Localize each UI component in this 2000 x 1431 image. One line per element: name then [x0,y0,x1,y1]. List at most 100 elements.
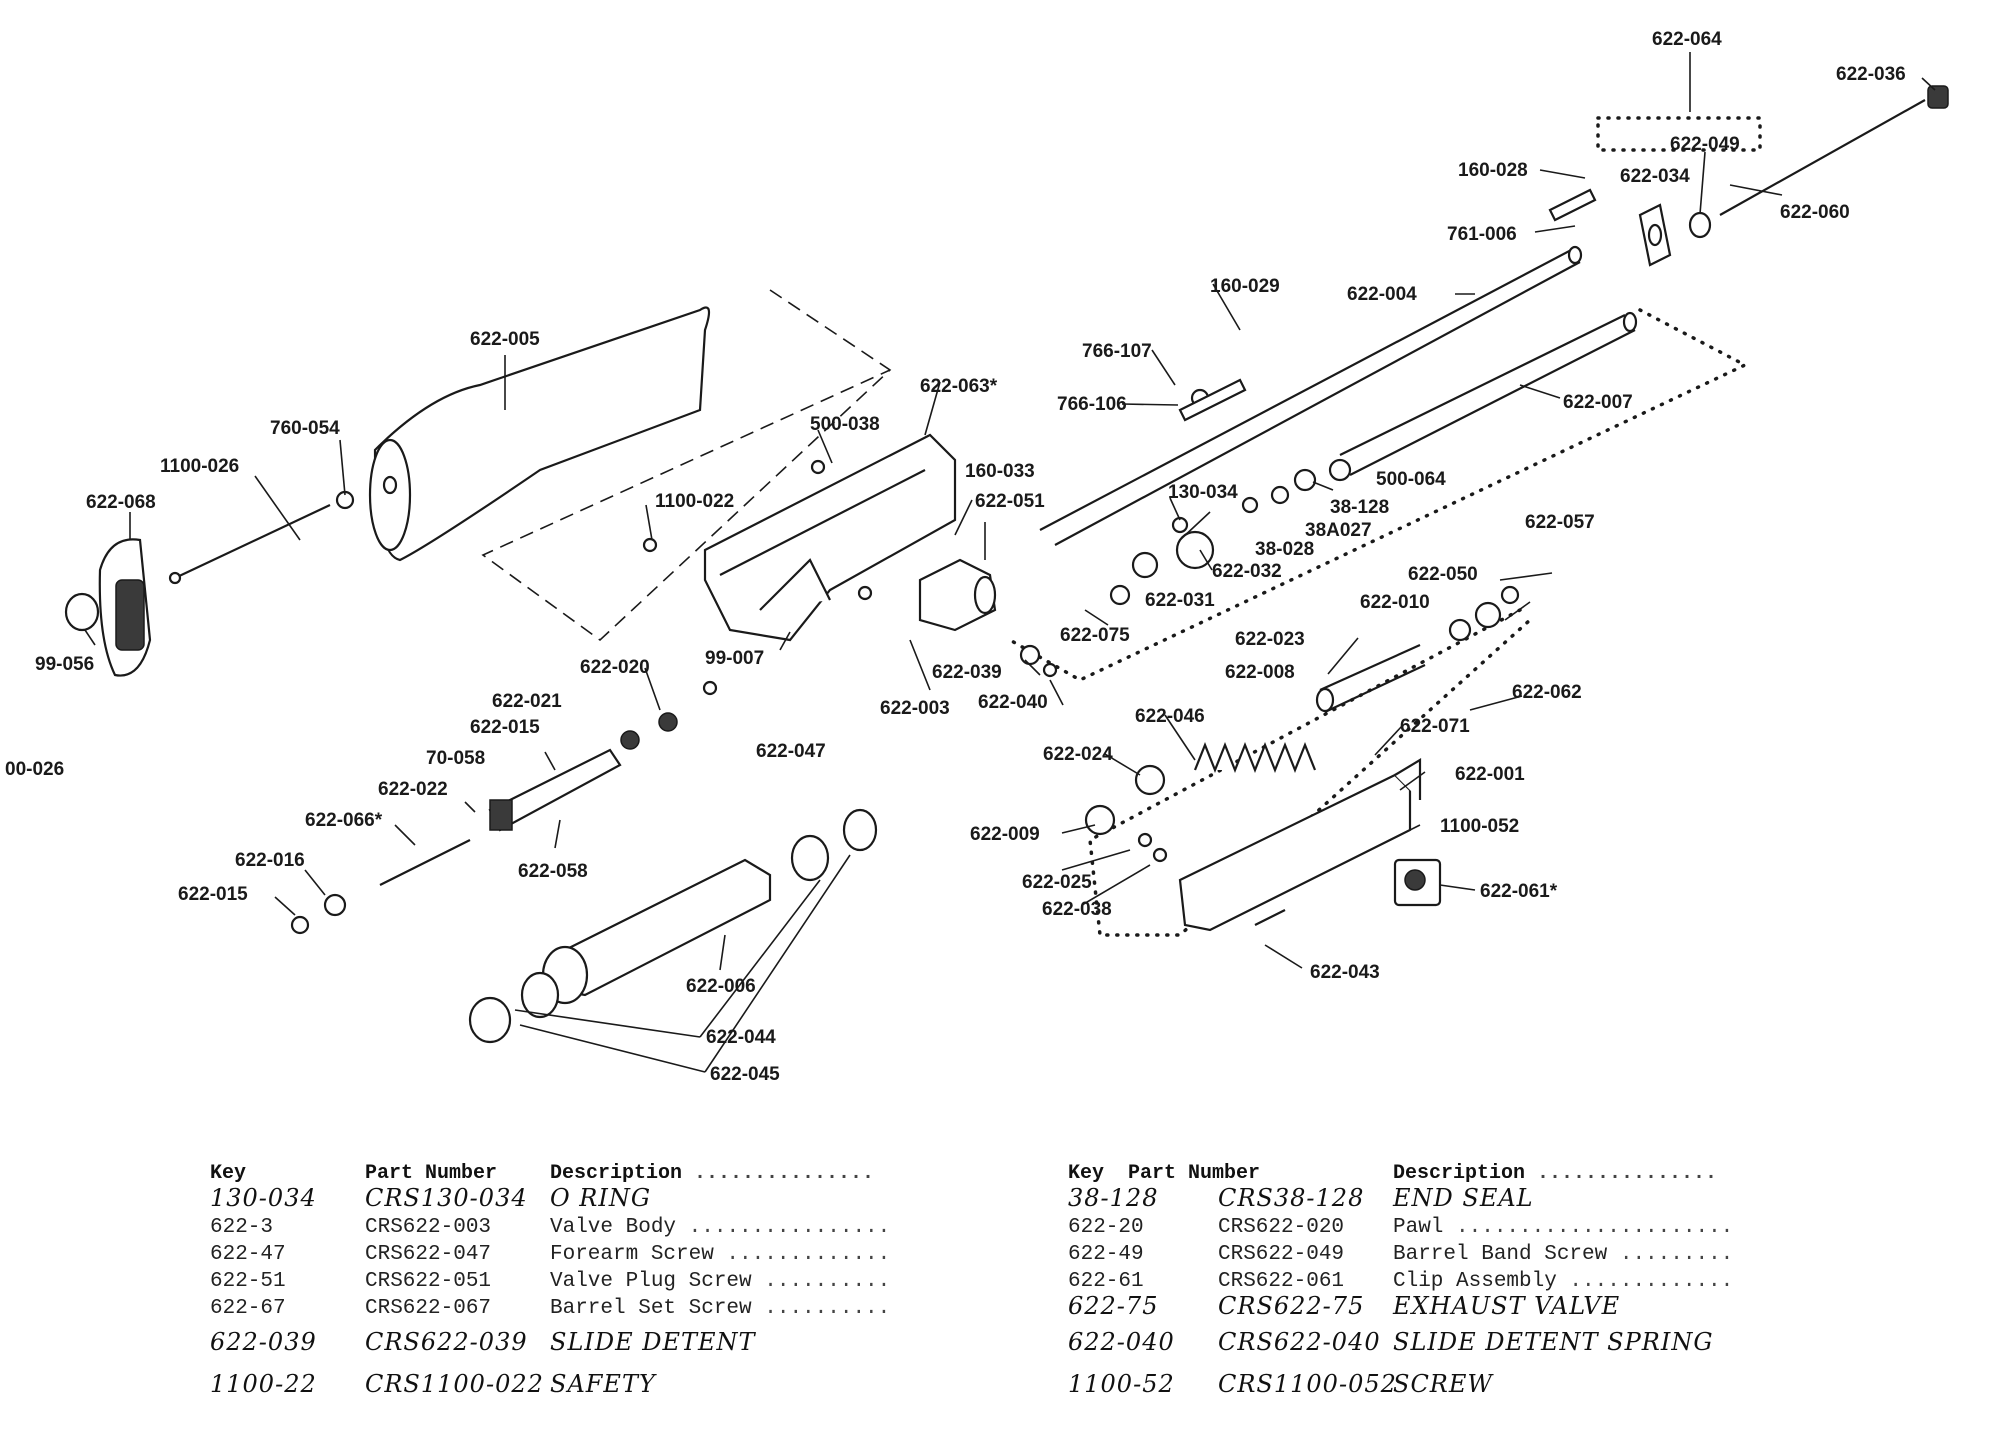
callout-622-062: 622-062 [1512,682,1582,703]
callout-760-054: 760-054 [270,418,340,439]
callout-622-020: 622-020 [580,657,650,678]
table-row: 1100-52 CRS1100-052 SCREW [1068,1356,1733,1398]
row-description: SLIDE DETENT [550,1328,756,1356]
callout-622-047: 622-047 [756,741,826,762]
valve-body [918,558,997,632]
callout-622-009: 622-009 [970,824,1040,845]
callout-761-006: 761-006 [1447,224,1517,245]
row-key: 1100-22 [210,1370,317,1398]
table-row: 130-034 CRS130-034 O RING [210,1184,890,1212]
callout-622-036: 622-036 [1836,64,1906,85]
row-part-number: CRS622-061 [1218,1270,1345,1293]
callout-622-022: 622-022 [378,779,448,800]
pump-rod-622-060 [1688,85,1949,239]
callout-1100-026: 1100-026 [160,456,239,477]
callout-38A027: 38A027 [1305,520,1372,541]
callout-622-064: 622-064 [1652,29,1722,50]
callout-622-068: 622-068 [86,492,156,513]
row-key: 622-61 [1068,1270,1144,1293]
callout-622-015-a: 622-015 [470,717,540,738]
row-description: Valve Plug Screw .......... [550,1270,891,1293]
table-row: 622-49 CRS622-049 Barrel Band Screw ....… [1068,1239,1733,1266]
small-parts [290,188,1597,935]
callout-99-056: 99-056 [35,654,94,675]
row-part-number: CRS38-128 [1218,1184,1365,1212]
row-description: SCREW [1393,1370,1494,1398]
callout-622-058: 622-058 [518,861,588,882]
row-key: 622-3 [210,1216,274,1239]
slide-622-001 [1178,758,1422,932]
callout-622-066: 622-066* [305,810,383,831]
callout-622-044: 622-044 [706,1027,776,1048]
callout-130-034: 130-034 [1168,482,1238,503]
row-description: Pawl ...................... [1393,1216,1734,1239]
callout-622-057: 622-057 [1525,512,1595,533]
pump-tube-622-008 [1315,643,1426,713]
row-part-number: CRS622-051 [365,1270,492,1293]
callout-labels: 622-064 622-036 622-049 160-028 622-034 … [5,29,1906,1085]
callout-160-029: 160-029 [1210,276,1280,297]
row-description: SAFETY [550,1370,656,1398]
stock-group-outline [481,289,892,642]
row-part-number: CRS622-067 [365,1297,492,1320]
row-part-number: CRS622-047 [365,1243,492,1266]
row-description: END SEAL [1393,1184,1534,1212]
row-part-number: CRS622-040 [1218,1328,1381,1356]
callout-160-033: 160-033 [965,461,1035,482]
row-part-number: CRS622-020 [1218,1216,1345,1239]
row-key: 622-040 [1068,1328,1175,1356]
row-key: 130-034 [210,1184,317,1212]
callout-622-045: 622-045 [710,1064,780,1085]
table-row: 622-47 CRS622-047 Forearm Screw ........… [210,1239,890,1266]
leader-lines [84,52,1936,1073]
barrel-622-007 [1339,311,1638,476]
callout-622-010: 622-010 [1360,592,1430,613]
callout-622-050: 622-050 [1408,564,1478,585]
callout-00-026: 00-026 [5,759,64,780]
callout-622-049: 622-049 [1670,134,1740,155]
callout-622-031: 622-031 [1145,590,1215,611]
callout-38-128: 38-128 [1330,497,1389,518]
header-part-number: Part Number [365,1162,498,1185]
table-header: Key Part Number Description ............… [1068,1158,1733,1185]
callout-622-039: 622-039 [932,662,1002,683]
row-key: 1100-52 [1068,1370,1175,1398]
row-key: 622-75 [1068,1292,1159,1320]
stock-bolt [168,490,355,585]
butt-plate [64,538,152,677]
row-description: Clip Assembly ............. [1393,1270,1734,1293]
callout-766-107: 766-107 [1082,341,1152,362]
table-row: 622-040 CRS622-040 SLIDE DETENT SPRING [1068,1320,1733,1356]
callout-622-060: 622-060 [1780,202,1850,223]
callout-622-046: 622-046 [1135,706,1205,727]
callout-99-007: 99-007 [705,648,764,669]
table-header: Key Part Number Description ............… [210,1158,890,1185]
row-part-number: CRS1100-022 [365,1370,544,1398]
row-part-number: CRS622-049 [1218,1243,1345,1266]
table-row: 622-75 CRS622-75 EXHAUST VALVE [1068,1292,1733,1320]
row-key: 622-20 [1068,1216,1144,1239]
callout-622-061: 622-061* [1480,881,1558,902]
callout-622-051: 622-051 [975,491,1045,512]
barrel-band-622-034 [1638,203,1672,267]
row-description: Barrel Set Screw .......... [550,1297,891,1320]
table-row: 622-20 CRS622-020 Pawl .................… [1068,1212,1733,1239]
spring-622-046 [1193,742,1317,773]
callout-622-005: 622-005 [470,329,540,350]
row-description: EXHAUST VALVE [1393,1292,1621,1320]
table-row: 622-51 CRS622-051 Valve Plug Screw .....… [210,1266,890,1293]
callout-766-106: 766-106 [1057,394,1127,415]
header-description: Description ............... [550,1162,875,1185]
row-description: SLIDE DETENT SPRING [1393,1328,1714,1356]
row-key: 622-67 [210,1297,286,1320]
parts-table-left: Key Part Number Description ............… [210,1158,890,1398]
callout-1100-052: 1100-052 [1440,816,1519,837]
row-key: 622-51 [210,1270,286,1293]
callout-622-015-b: 622-015 [178,884,248,905]
callout-622-071: 622-071 [1400,716,1470,737]
callout-622-034: 622-034 [1620,166,1690,187]
header-part-number: Part Number [1128,1162,1261,1185]
callout-622-038: 622-038 [1042,899,1112,920]
table-row: 622-039 CRS622-039 SLIDE DETENT [210,1320,890,1356]
callout-622-024: 622-024 [1043,744,1113,765]
